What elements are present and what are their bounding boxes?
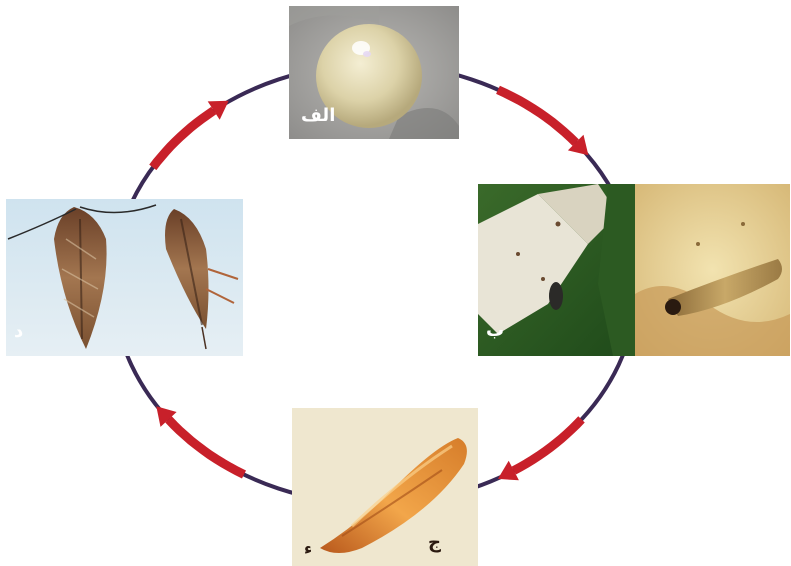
adult-moth-photo: د [6, 199, 243, 356]
pupa-label: ج [428, 534, 441, 552]
egg-label: الف [301, 107, 335, 125]
arrow-pupa-to-adult [156, 406, 244, 474]
larva-photo: ب [478, 184, 790, 356]
arrow-adult-to-egg [153, 101, 229, 168]
larva-label: ب [486, 322, 504, 340]
pupa-photo: ج ء [292, 408, 478, 566]
adult-label: د [14, 323, 23, 341]
arrow-larva-to-pupa [498, 419, 582, 480]
arrow-egg-to-larva [498, 90, 588, 156]
pupa-extra-mark: ء [304, 541, 312, 557]
egg-photo: الف [289, 6, 459, 139]
